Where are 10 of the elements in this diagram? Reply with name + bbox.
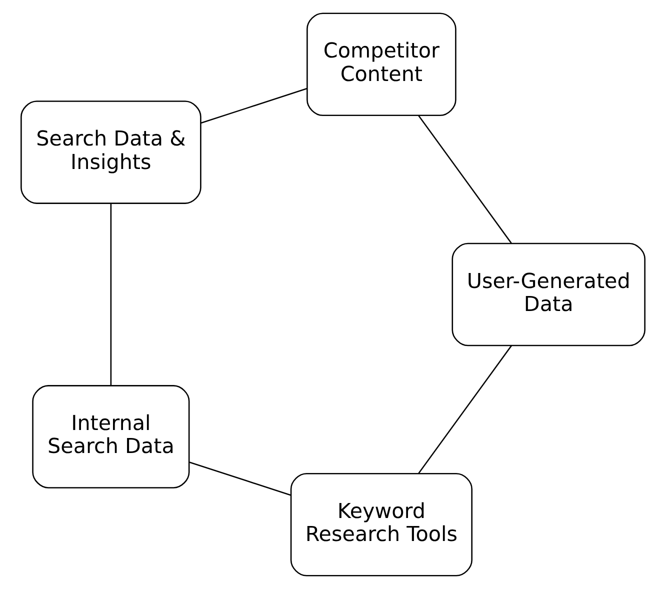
node-box: Internal Search Data (32, 385, 190, 488)
node-box: Competitor Content (306, 12, 456, 116)
connector (418, 115, 512, 244)
connector (189, 462, 292, 496)
connector (418, 345, 512, 474)
connector (110, 204, 112, 386)
node-box: User-Generated Data (452, 242, 646, 346)
node-box: Search Data & Insights (20, 100, 202, 204)
connector (200, 88, 308, 124)
node-box: Keyword Research Tools (290, 472, 472, 576)
